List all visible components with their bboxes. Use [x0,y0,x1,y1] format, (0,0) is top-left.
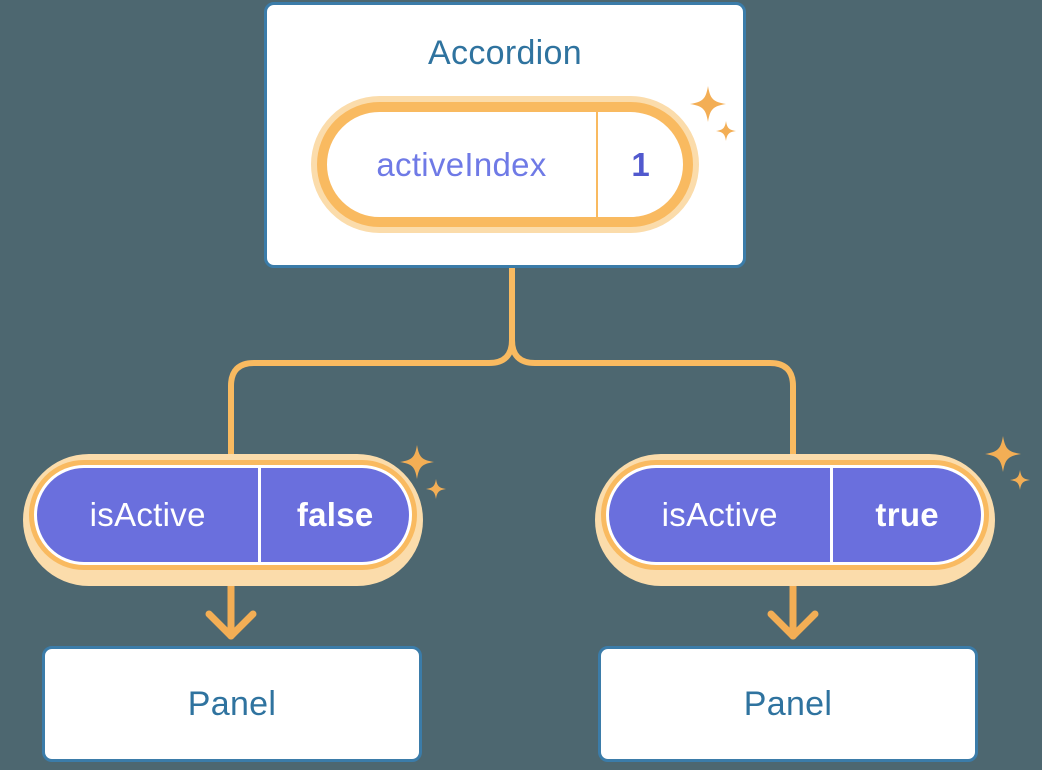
state-value-label: 1 [631,145,650,183]
prop-name-label: isActive [89,496,206,533]
pill-divider [258,468,262,562]
sparkle-icon [690,86,726,122]
prop-name-label: isActive [661,496,778,533]
accordion-component-card: Accordion activeIndex 1 [264,2,746,268]
panel-component-card: Panel [598,646,978,762]
sparkle-icon [1010,470,1030,490]
prop-value-label: true [875,496,939,533]
sparkle-icon [426,479,446,499]
connector-right-branch [509,268,796,460]
arrow-down-icon [767,574,819,640]
component-title: Panel [187,684,277,723]
pill-divider [830,468,834,562]
sparkle-icon [716,121,736,141]
prop-value-label: false [296,496,374,533]
component-title: Panel [743,684,833,723]
component-title: Accordion [428,34,582,72]
connector-left-branch [228,268,515,460]
arrow-down-icon [205,574,257,640]
prop-pill-isactive-false: isActive false [23,454,423,586]
pill-divider [596,112,598,218]
sparkle-icon [400,445,434,479]
prop-pill-isactive-true: isActive true [595,454,995,586]
state-pill: activeIndex 1 [311,96,699,234]
state-name-label: activeIndex [376,145,547,183]
sparkle-icon [985,436,1021,472]
panel-component-card: Panel [42,646,422,762]
